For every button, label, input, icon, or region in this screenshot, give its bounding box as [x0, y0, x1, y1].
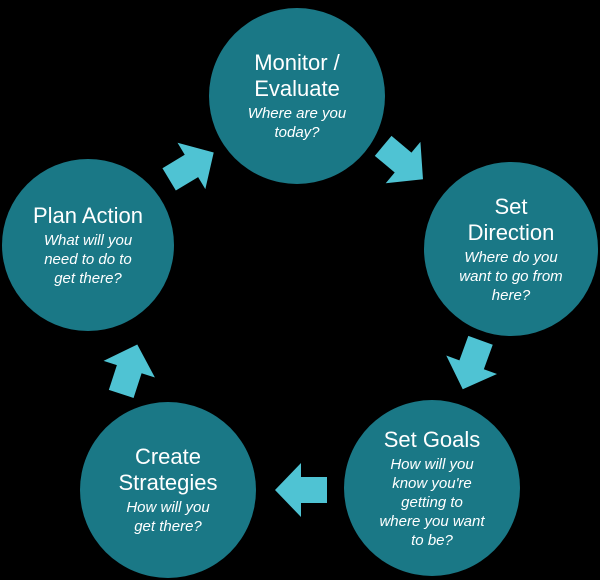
node-subtitle: How will you get there?: [126, 499, 210, 535]
node-title: Set Direction: [467, 193, 555, 245]
node-title: Monitor / Evaluate: [254, 50, 340, 101]
node-title: Plan Action: [32, 202, 144, 228]
node-subtitle: Where are you today?: [247, 105, 347, 141]
node-plan-action: Plan Action What will you need to do to …: [2, 159, 174, 331]
node-create-strategies: Create Strategies How will you get there…: [80, 402, 256, 578]
node-set-goals: Set Goals How will you know you're getti…: [344, 400, 520, 576]
arrow-direction-to-goals-icon: [446, 335, 498, 390]
node-monitor-evaluate: Monitor / Evaluate Where are you today?: [209, 8, 385, 184]
node-subtitle: How will you know you're getting to wher…: [379, 455, 485, 549]
arrow-monitor-to-direction-icon: [374, 135, 423, 184]
arrow-plan-to-monitor-icon: [162, 142, 214, 191]
arrow-goals-to-strategies-icon: [275, 463, 327, 517]
node-subtitle: What will you need to do to get there?: [43, 231, 133, 287]
node-set-direction: Set Direction Where do you want to go fr…: [424, 162, 598, 336]
arrow-strategies-to-plan-icon: [103, 344, 155, 398]
node-subtitle: Where do you want to go from here?: [459, 248, 563, 304]
node-title: Set Goals: [383, 426, 481, 452]
node-title: Create Strategies: [118, 444, 218, 495]
